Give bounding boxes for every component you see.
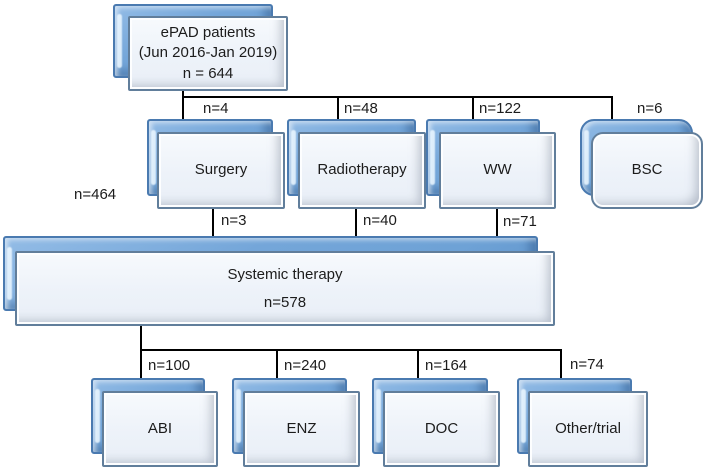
connector-stub-enz bbox=[276, 349, 278, 379]
node-bsc-label: BSC bbox=[631, 161, 663, 179]
connector-stub-doc bbox=[417, 349, 419, 379]
connector-ww-to-systemic bbox=[496, 209, 498, 237]
node-enz-label: ENZ bbox=[286, 419, 317, 437]
connector-stub-radiotherapy bbox=[337, 96, 339, 119]
node-radiotherapy-label: Radiotherapy bbox=[317, 161, 407, 179]
node-abi-box: ABI bbox=[102, 391, 218, 467]
node-surgery-box: Surgery bbox=[157, 132, 285, 209]
edge-label-systemic-to-other: n=74 bbox=[570, 356, 604, 373]
node-systemic-box: Systemic therapy n=578 bbox=[15, 251, 555, 326]
node-surgery-label: Surgery bbox=[194, 161, 248, 179]
node-abi-label: ABI bbox=[147, 419, 173, 437]
connector-stub-bsc bbox=[611, 96, 613, 119]
connector-radiotherapy-to-systemic bbox=[355, 209, 357, 237]
node-root-line1: ePAD patients bbox=[160, 24, 256, 42]
connector-bottom-horizontal bbox=[140, 349, 562, 351]
edge-label-root-to-ww: n=122 bbox=[479, 100, 522, 117]
edge-label-root-to-radiotherapy: n=48 bbox=[344, 100, 378, 117]
connector-row2-horizontal bbox=[182, 96, 613, 98]
edge-label-root-to-surgery: n=4 bbox=[203, 100, 229, 117]
edge-label-systemic-to-enz: n=240 bbox=[284, 357, 327, 374]
connector-systemic-to-abi-vertical bbox=[140, 326, 142, 379]
node-doc-box: DOC bbox=[383, 391, 500, 467]
edge-label-systemic-to-abi: n=100 bbox=[148, 357, 191, 374]
connector-stub-other bbox=[560, 349, 562, 379]
node-enz-box: ENZ bbox=[243, 391, 360, 467]
node-ww-label: WW bbox=[483, 161, 512, 179]
connector-stub-ww bbox=[472, 96, 474, 119]
connector-surgery-to-systemic bbox=[212, 209, 214, 237]
node-bsc-box: BSC bbox=[591, 132, 703, 209]
node-other-box: Other/trial bbox=[528, 391, 648, 467]
edge-label-ww-to-systemic: n=71 bbox=[503, 213, 537, 230]
node-root-line3: n = 644 bbox=[182, 64, 234, 82]
node-systemic-line2: n=578 bbox=[263, 293, 307, 311]
node-ww-box: WW bbox=[439, 132, 556, 209]
connector-root-to-surgery-vertical bbox=[182, 91, 184, 119]
node-radiotherapy-box: Radiotherapy bbox=[298, 132, 426, 209]
node-doc-label: DOC bbox=[424, 419, 459, 437]
edge-label-direct-to-systemic: n=464 bbox=[74, 186, 117, 203]
node-other-label: Other/trial bbox=[555, 419, 621, 437]
edge-label-surgery-to-systemic: n=3 bbox=[221, 212, 247, 229]
edge-label-root-to-bsc: n=6 bbox=[637, 100, 663, 117]
edge-label-radiotherapy-to-systemic: n=40 bbox=[363, 212, 397, 229]
edge-label-systemic-to-doc: n=164 bbox=[425, 357, 468, 374]
node-root-box: ePAD patients (Jun 2016-Jan 2019) n = 64… bbox=[128, 16, 288, 91]
node-systemic-line1: Systemic therapy bbox=[227, 265, 343, 283]
node-root-line2: (Jun 2016-Jan 2019) bbox=[138, 44, 278, 62]
